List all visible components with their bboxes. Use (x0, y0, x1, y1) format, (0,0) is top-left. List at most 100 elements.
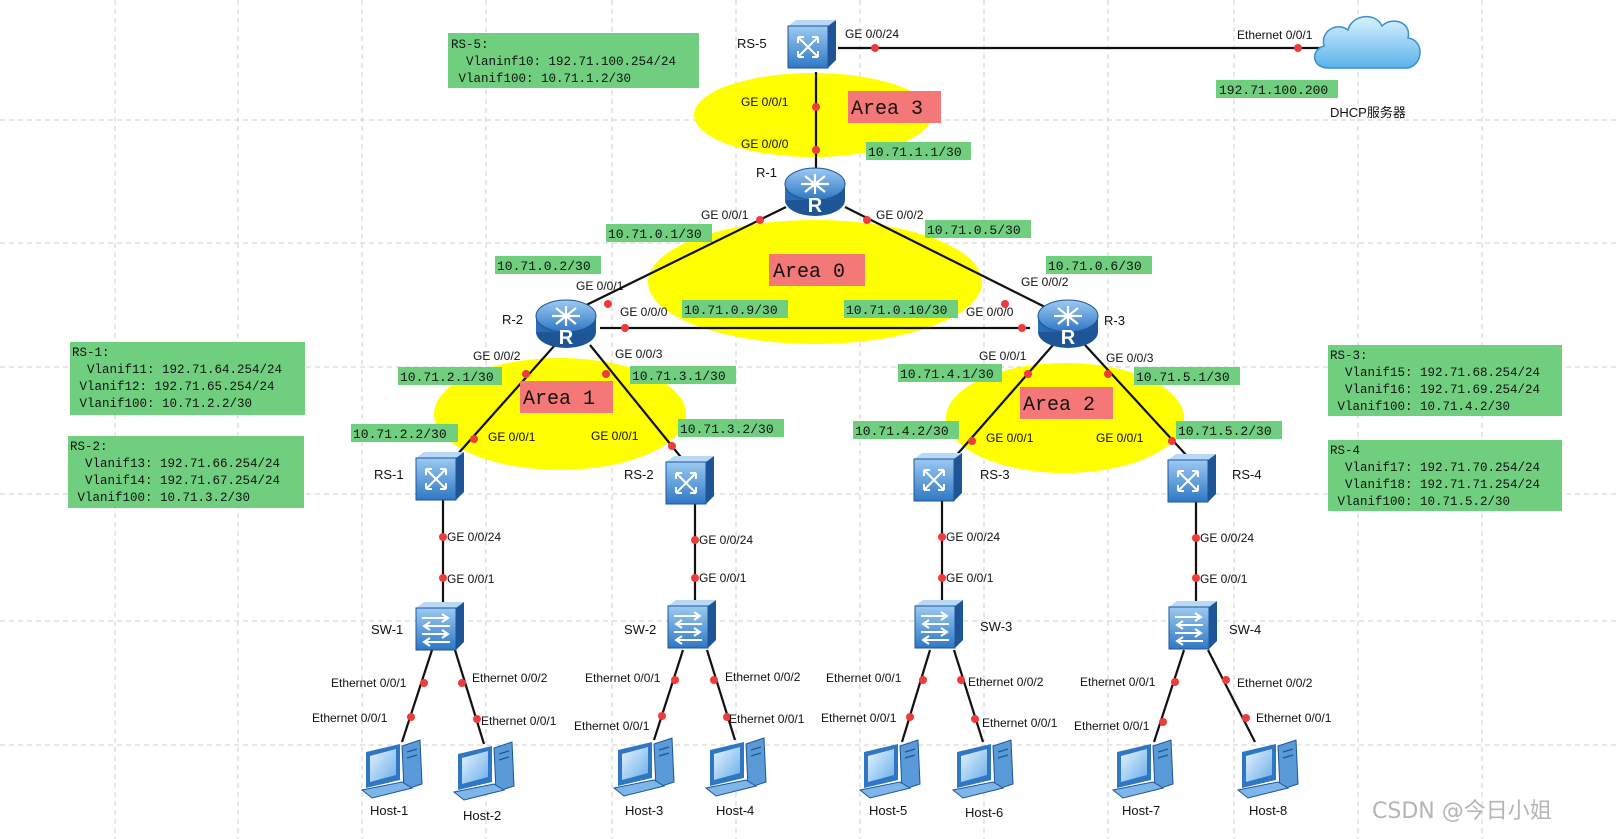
area-3-label: Area 3 (851, 98, 923, 121)
sw3-switch-icon[interactable] (914, 599, 964, 649)
port-host3-eth: Ethernet 0/0/1 (574, 719, 650, 733)
link-sw4-host7 (1152, 649, 1186, 743)
port-sw2-e2: Ethernet 0/0/2 (725, 670, 801, 684)
link-r2-rs2 (589, 344, 685, 462)
link-sw3-host5 (900, 649, 932, 743)
port-sw3-e2: Ethernet 0/0/2 (968, 675, 1044, 689)
ip-r2-r1: 10.71.0.2/30 (497, 259, 591, 274)
host2-pc-icon[interactable] (453, 741, 515, 801)
info-rs4-line-3: Vlanif18: 192.71.71.254/24 (1330, 478, 1540, 492)
area-2-label: Area 2 (1023, 394, 1095, 417)
ip-r2-rs2: 10.71.3.1/30 (632, 369, 726, 384)
port-rs5-ge024: GE 0/0/24 (845, 27, 899, 41)
port-sw2-e1: Ethernet 0/0/1 (585, 671, 661, 685)
ip-r1-rs5: 10.71.1.1/30 (868, 145, 962, 160)
port-sw4-ge001: GE 0/0/1 (1200, 572, 1248, 586)
link-sw1-host1 (400, 649, 434, 743)
rs1-label: RS-1 (374, 467, 404, 482)
sw4-switch-icon[interactable] (1168, 600, 1218, 650)
link-sw1-host2 (453, 649, 486, 745)
port-rs2-ge024: GE 0/0/24 (699, 533, 753, 547)
host1-pc-icon[interactable] (361, 739, 423, 799)
cloud-icon[interactable] (1314, 16, 1421, 69)
rs4-label: RS-4 (1232, 467, 1262, 482)
rs4-layer3-switch-icon[interactable] (1167, 453, 1217, 503)
port-sw2-ge001: GE 0/0/1 (699, 571, 747, 585)
ip-rs3: 10.71.4.2/30 (855, 424, 949, 439)
host8-label: Host-8 (1249, 803, 1287, 818)
host8-pc-icon[interactable] (1237, 739, 1299, 799)
port-r2-ge003: GE 0/0/3 (615, 347, 663, 361)
area-labels: Area 3 Area 0 Area 1 Area 2 (520, 91, 1113, 419)
host2-label: Host-2 (463, 808, 501, 823)
link-sw4-host8 (1207, 649, 1256, 743)
port-r3-ge000: GE 0/0/0 (966, 305, 1014, 319)
ip-r1-r2: 10.71.0.1/30 (608, 227, 702, 242)
info-rs4-line-4: Vlanif100: 10.71.5.2/30 (1330, 495, 1510, 509)
port-host2-eth: Ethernet 0/0/1 (481, 714, 557, 728)
port-r3-ge001: GE 0/0/1 (979, 349, 1027, 363)
ip-rs4: 10.71.5.2/30 (1178, 424, 1272, 439)
port-sw1-e2: Ethernet 0/0/2 (472, 671, 548, 685)
info-rs1-line-3: Vlanif12: 192.71.65.254/24 (72, 380, 275, 394)
ip-labels: 192.71.100.200 10.71.1.1/30 10.71.0.1/30… (351, 80, 1338, 442)
host7-label: Host-7 (1122, 803, 1160, 818)
host1-label: Host-1 (370, 803, 408, 818)
port-r3-ge003: GE 0/0/3 (1106, 351, 1154, 365)
info-box-rs4: RS-4 Vlanif17: 192.71.70.254/24 Vlanif18… (1328, 440, 1562, 511)
host6-pc-icon[interactable] (952, 739, 1014, 799)
host5-pc-icon[interactable] (859, 739, 921, 799)
host7-pc-icon[interactable] (1112, 739, 1174, 799)
port-r1-ge002: GE 0/0/2 (876, 208, 924, 222)
info-rs3-line-2: Vlanif15: 192.71.68.254/24 (1330, 366, 1540, 380)
info-rs2-line-2: Vlanif13: 192.71.66.254/24 (70, 457, 280, 471)
r3-label: R-3 (1104, 313, 1125, 328)
port-sw4-e1: Ethernet 0/0/1 (1080, 675, 1156, 689)
info-rs4-line-2: Vlanif17: 192.71.70.254/24 (1330, 461, 1540, 475)
info-box-rs2: RS-2: Vlanif13: 192.71.66.254/24 Vlanif1… (68, 436, 304, 508)
port-sw1-e1: Ethernet 0/0/1 (331, 676, 407, 690)
sw1-label: SW-1 (371, 622, 403, 637)
port-cloud-eth: Ethernet 0/0/1 (1237, 28, 1313, 42)
port-host1-eth: Ethernet 0/0/1 (312, 711, 388, 725)
rs2-label: RS-2 (624, 467, 654, 482)
info-box-rs5: RS-5: Vlaninf10: 192.71.100.254/24 Vlani… (448, 33, 699, 88)
info-rs2-line-3: Vlanif14: 192.71.67.254/24 (70, 474, 280, 488)
port-host4-eth: Ethernet 0/0/1 (729, 712, 805, 726)
info-rs4-line-1: RS-4 (1330, 444, 1360, 458)
host4-pc-icon[interactable] (705, 737, 767, 797)
info-rs5-line-1: RS-5: (451, 38, 489, 52)
rs1-layer3-switch-icon[interactable] (415, 451, 465, 501)
port-rs4-ge001: GE 0/0/1 (1096, 431, 1144, 445)
ip-r3-rs4: 10.71.5.1/30 (1136, 370, 1230, 385)
ip-r2-r3: 10.71.0.9/30 (684, 303, 778, 318)
ip-r3-r1: 10.71.0.6/30 (1048, 259, 1142, 274)
info-rs1-line-2: Vlanif11: 192.71.64.254/24 (72, 363, 282, 377)
port-r1-ge000: GE 0/0/0 (741, 137, 789, 151)
rs3-label: RS-3 (980, 467, 1010, 482)
ip-r2-rs1: 10.71.2.1/30 (400, 370, 494, 385)
rs3-layer3-switch-icon[interactable] (913, 452, 963, 502)
rs5-layer3-switch-icon[interactable] (787, 19, 837, 69)
r1-router-icon[interactable] (783, 166, 847, 219)
port-sw1-ge001: GE 0/0/1 (447, 572, 495, 586)
r2-router-icon[interactable] (534, 298, 598, 351)
port-r1-ge001: GE 0/0/1 (701, 208, 749, 222)
host3-pc-icon[interactable] (613, 737, 675, 797)
host4-label: Host-4 (716, 803, 754, 818)
port-rs3-ge024: GE 0/0/24 (946, 530, 1000, 544)
r3-router-icon[interactable] (1036, 298, 1100, 351)
sw2-switch-icon[interactable] (667, 599, 717, 649)
area-0-label: Area 0 (773, 261, 845, 284)
port-rs2-ge001: GE 0/0/1 (591, 429, 639, 443)
info-rs3-line-1: RS-3: (1330, 349, 1368, 363)
port-rs1-ge001: GE 0/0/1 (488, 430, 536, 444)
sw1-switch-icon[interactable] (415, 601, 465, 651)
port-sw4-e2: Ethernet 0/0/2 (1237, 676, 1313, 690)
rs2-layer3-switch-icon[interactable] (665, 455, 715, 505)
port-host5-eth: Ethernet 0/0/1 (821, 711, 897, 725)
ip-rs2: 10.71.3.2/30 (680, 422, 774, 437)
rs5-label: RS-5 (737, 36, 767, 51)
info-rs2-line-1: RS-2: (70, 440, 108, 454)
